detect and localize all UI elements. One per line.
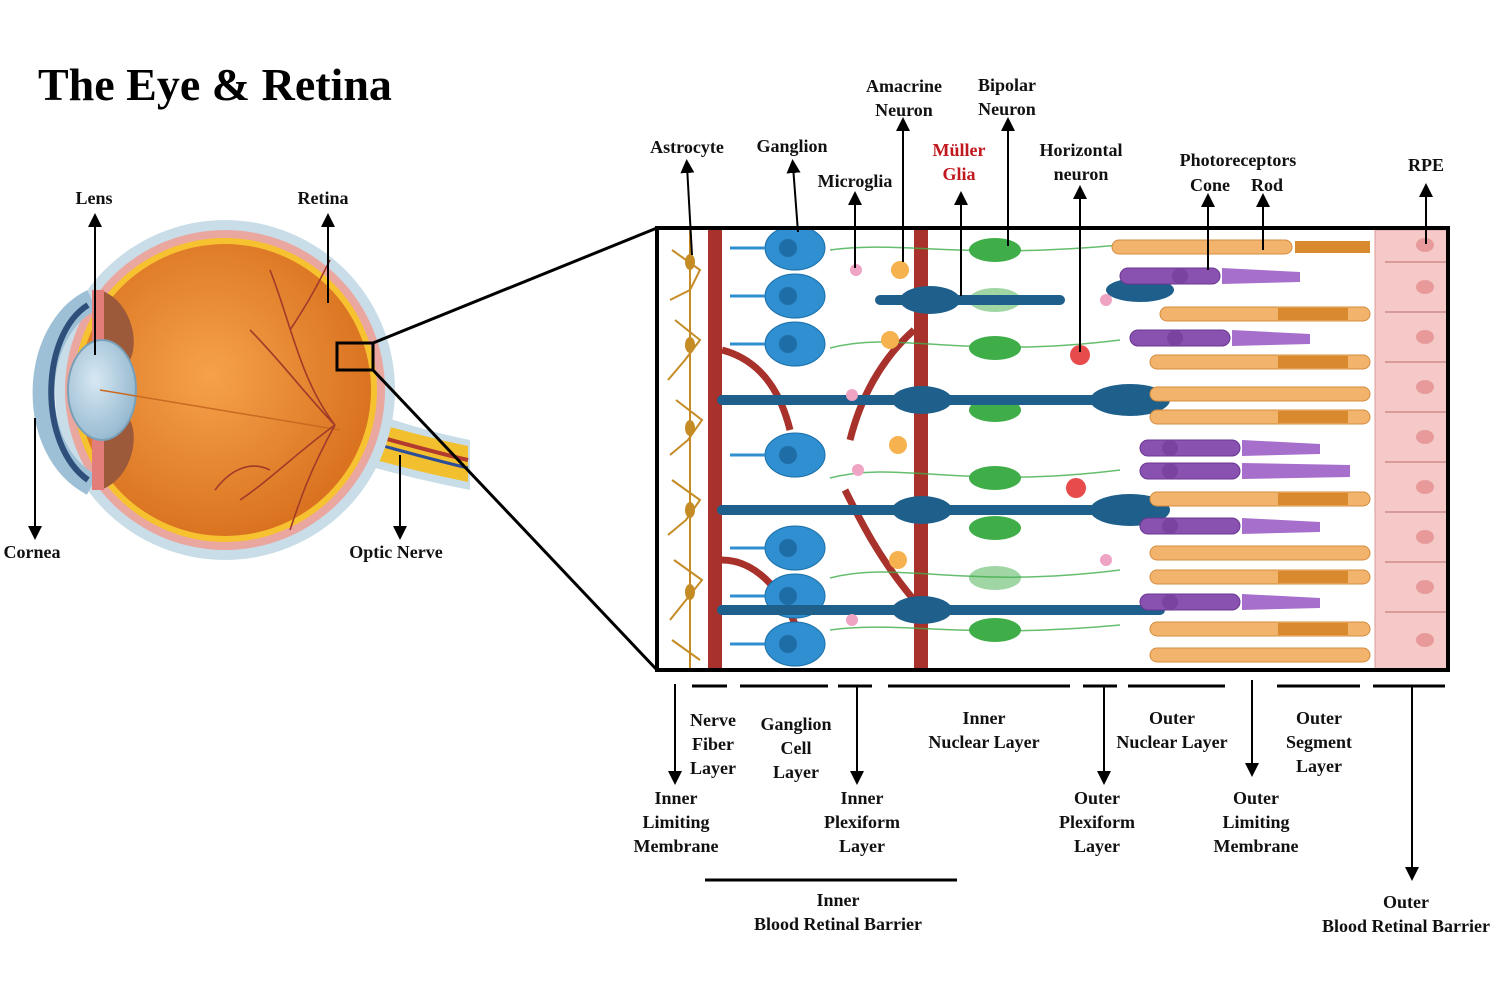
zoom-lines xyxy=(371,226,659,672)
label-rod: Rod xyxy=(1250,175,1284,195)
label-microglia: Microglia xyxy=(817,171,893,191)
cone-photoreceptors xyxy=(1119,267,1350,611)
label-optic-nerve: Optic Nerve xyxy=(349,542,443,562)
ganglion-cells xyxy=(730,228,826,667)
label-astrocyte: Astrocyte xyxy=(650,137,724,157)
microglia xyxy=(846,264,1112,626)
page-title: The Eye & Retina xyxy=(38,59,392,110)
horizontal-neurons xyxy=(1066,345,1090,498)
retina-zoom-marker xyxy=(335,341,375,372)
eyeball-illustration xyxy=(32,220,470,560)
label-retina: Retina xyxy=(297,188,349,208)
label-cornea: Cornea xyxy=(3,542,61,562)
rpe-layer xyxy=(1374,229,1448,670)
bipolar-neurons xyxy=(969,238,1021,642)
retina-cross-section xyxy=(657,228,1448,670)
label-photoreceptors: Photoreceptors xyxy=(1179,150,1297,170)
eye-label-arrows xyxy=(28,213,407,540)
inner-vessel xyxy=(708,230,722,670)
rod-photoreceptors xyxy=(1111,239,1371,663)
amacrine-neurons xyxy=(881,261,909,569)
label-rpe: RPE xyxy=(1408,155,1444,175)
label-cone: Cone xyxy=(1190,175,1230,195)
layer-bars xyxy=(692,684,1445,882)
inner-vessel-2 xyxy=(914,230,928,670)
label-lens: Lens xyxy=(75,188,113,208)
cell-label-arrows xyxy=(680,117,1433,352)
layer-label-arrows xyxy=(668,680,1419,881)
retina-panel-border xyxy=(655,226,1450,672)
label-ganglion: Ganglion xyxy=(756,136,828,156)
